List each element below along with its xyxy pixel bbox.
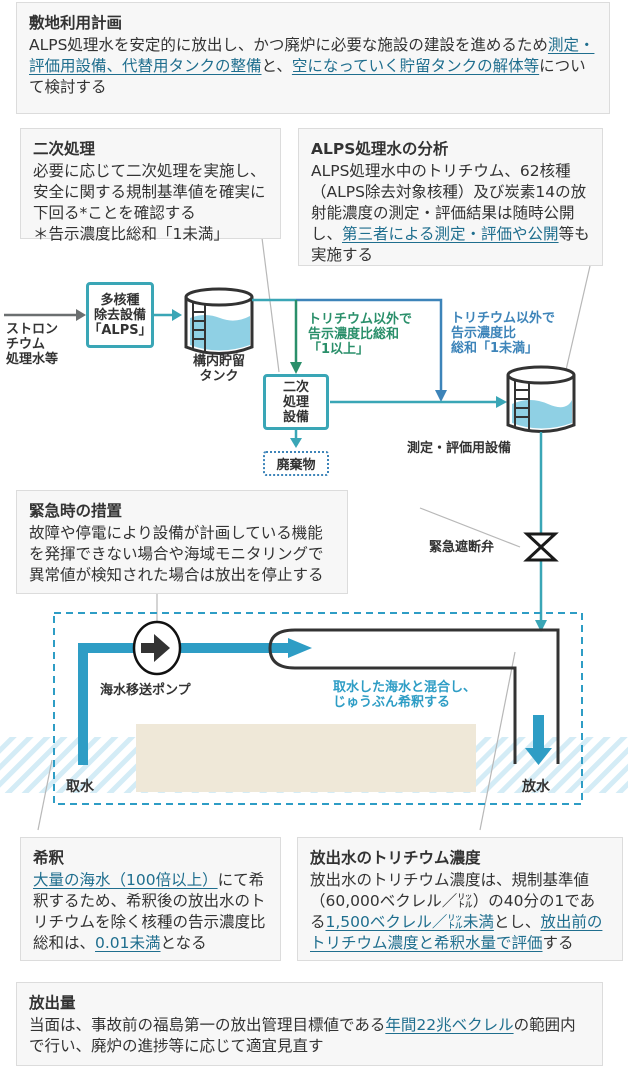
site-plan-box: 敷地利用計画 ALPS処理水を安定的に放出し、かつ廃炉に必要な施設の建設を進める…	[16, 2, 610, 114]
shutoff-valve-icon	[523, 532, 559, 562]
alps-analysis-box: ALPS処理水の分析 ALPS処理水中のトリチウム、62核種（ALPS除去対象核…	[298, 128, 603, 266]
green-route-label: トリチウム以外で 告示濃度比総和 「1以上」	[308, 312, 412, 357]
dilution-text: 大量の海水（100倍以上）にて希釈するため、希釈後の放出水のトリチウムを除く核種…	[33, 870, 268, 954]
blue-route-line: 総和「1未満」	[451, 341, 539, 356]
secondary-treatment-node[interactable]: 二次 処理 設備	[263, 374, 329, 430]
dilution-text-2: となる	[160, 934, 207, 952]
secondary-treatment-box: 二次処理 必要に応じて二次処理を実施し、安全に関する規制基準値を確実に下回る*こ…	[20, 128, 281, 243]
storage-tank-label: 構内貯留 タンク	[184, 354, 254, 384]
emergency-box: 緊急時の措置 故障や停電により設備が計画している機能を発揮できない場合や海域モニ…	[16, 490, 348, 594]
release-link-1[interactable]: 年間22兆ベクレル	[385, 1016, 514, 1034]
ground-block	[136, 724, 476, 792]
alps-analysis-text-2: 等も実施する	[311, 225, 590, 264]
tritium-concentration-title: 放出水のトリチウム濃度	[310, 849, 481, 867]
tritium-text-3: する	[542, 934, 574, 952]
shutoff-valve-label: 緊急遮断弁	[429, 540, 495, 555]
storage-tank-label-line: 構内貯留	[192, 354, 245, 369]
secondary-node-line: 二次	[282, 379, 309, 395]
secondary-treatment-note: ＊告示濃度比総和「1未満」	[33, 225, 229, 243]
alps-analysis-text: ALPS処理水中のトリチウム、62核種（ALPS除去対象核種）及び炭素14の放射…	[311, 161, 590, 266]
alps-node-line: 多核種	[100, 292, 140, 308]
tritium-concentration-text: 放出水のトリチウム濃度は、規制基準値（60,000ベクレル／㍑）の40分の1であ…	[310, 870, 610, 954]
dilution-link-1[interactable]: 大量の海水（100倍以上）	[33, 871, 218, 889]
site-plan-text-1: ALPS処理水を安定的に放出し、かつ廃炉に必要な施設の建設を進めるため	[29, 36, 548, 54]
alps-analysis-title: ALPS処理水の分析	[311, 140, 449, 158]
dilution-link-2[interactable]: 0.01未満	[95, 934, 161, 952]
release-text-1: 当面は、事故前の福島第一の放出管理目標値である	[29, 1016, 386, 1034]
mixing-note-line: 取水した海水と混合し、	[333, 680, 477, 695]
mixing-note: 取水した海水と混合し、 じゅうぶん希釈する	[333, 680, 476, 710]
green-route-line: トリチウム以外で	[308, 312, 413, 327]
measurement-tank-icon	[506, 365, 576, 433]
dilution-text-1: にて希釈するため、希釈後の放出水のトリチウムを除く核種の告示濃度比総和は、	[33, 871, 266, 952]
site-plan-title: 敷地利用計画	[29, 14, 123, 32]
tritium-text-2: とし、	[493, 913, 541, 931]
tritium-link-1[interactable]: 1,500ベクレル／㍑未満	[325, 913, 494, 931]
alps-node-line: 「ALPS」	[88, 322, 152, 338]
green-route-line: 告示濃度比総和	[308, 327, 400, 342]
blue-route-label: トリチウム以外で 告示濃度比 総和「1未満」	[451, 311, 555, 356]
emergency-title: 緊急時の措置	[29, 502, 123, 520]
intake-label: 取水	[66, 779, 94, 795]
site-plan-text-3: について検討する	[29, 57, 586, 96]
blue-route-line: 告示濃度比	[451, 326, 517, 341]
into-mixing-arrow-icon	[535, 620, 547, 632]
release-amount-title: 放出量	[29, 994, 76, 1012]
leader-secondary	[261, 237, 280, 373]
discharge-label: 放水	[522, 779, 550, 795]
leader-emergency	[419, 507, 521, 548]
secondary-treatment-title: 二次処理	[33, 140, 96, 158]
seawater-flow-arrow-icon	[288, 638, 312, 658]
to-waste-arrow-icon	[290, 438, 302, 448]
dilution-title: 希釈	[33, 849, 65, 867]
mixing-note-line: じゅうぶん希釈する	[333, 695, 451, 710]
input-arrow-icon	[76, 309, 86, 321]
mixing-channel	[268, 628, 560, 764]
leader-dilution	[37, 759, 53, 831]
blue-route-line: トリチウム以外で	[451, 311, 556, 326]
release-text-2: の範囲内で行い、廃炉の進捗等に応じて適宜見直す	[29, 1016, 576, 1055]
alps-node-line: 除去設備	[93, 307, 146, 323]
site-plan-text: ALPS処理水を安定的に放出し、かつ廃炉に必要な施設の建設を進めるため測定・評価…	[29, 35, 597, 98]
tritium-concentration-box: 放出水のトリチウム濃度 放出水のトリチウム濃度は、規制基準値（60,000ベクレ…	[297, 837, 623, 961]
site-plan-link-2[interactable]: 空になっていく貯留タンクの解体等	[291, 57, 540, 75]
release-amount-box: 放出量 当面は、事故前の福島第一の放出管理目標値である年間22兆ベクレルの範囲内…	[16, 982, 603, 1066]
discharge-arrow-icon	[525, 748, 552, 765]
facility-boundary	[53, 612, 583, 805]
storage-tank-icon	[184, 287, 254, 355]
seawater-pump-label: 海水移送ポンプ	[100, 683, 191, 698]
seawater-pump-icon	[132, 620, 182, 676]
input-label-line: チウム	[6, 337, 46, 352]
site-plan-text-2: と、	[261, 57, 292, 75]
release-amount-text: 当面は、事故前の福島第一の放出管理目標値である年間22兆ベクレルの範囲内で行い、…	[29, 1015, 590, 1057]
secondary-treatment-text: 必要に応じて二次処理を実施し、安全に関する規制基準値を確実に下回る*ことを確認す…	[33, 162, 266, 222]
measurement-facility-label: 測定・評価用設備	[407, 441, 512, 456]
alps-analysis-link-1[interactable]: 第三者による測定・評価や公開	[342, 225, 559, 243]
input-label-line: ストロン	[6, 322, 59, 337]
emergency-text: 故障や停電により設備が計画している機能を発揮できない場合や海域モニタリングで異常…	[29, 524, 324, 584]
leader-tritium	[479, 651, 516, 831]
tritium-link-2[interactable]: 放出前のトリチウム濃度と希釈水量で評価	[310, 913, 603, 952]
alps-to-tank-arrow-icon	[172, 309, 182, 321]
green-route-arrow-icon	[290, 362, 302, 374]
tritium-text-1: 放出水のトリチウム濃度は、規制基準値（60,000ベクレル／㍑）の40分の1であ…	[310, 871, 596, 931]
waste-node[interactable]: 廃棄物	[263, 451, 329, 476]
alps-node[interactable]: 多核種 除去設備 「ALPS」	[86, 282, 154, 348]
input-label-line: 処理水等	[6, 352, 59, 367]
input-label: ストロン チウム 処理水等	[6, 322, 58, 367]
secondary-node-line: 処理	[282, 394, 309, 410]
leader-alps-analysis	[565, 265, 591, 371]
storage-tank-label-line: タンク	[199, 369, 239, 384]
site-plan-link-1[interactable]: 測定・評価用設備、代替用タンクの整備	[29, 36, 595, 75]
dilution-box: 希釈 大量の海水（100倍以上）にて希釈するため、希釈後の放出水のトリチウムを除…	[20, 837, 281, 961]
blue-route-arrow-icon	[435, 390, 447, 402]
to-measurement-arrow-icon	[496, 396, 507, 408]
alps-analysis-text-1: ALPS処理水中のトリチウム、62核種（ALPS除去対象核種）及び炭素14の放射…	[311, 162, 587, 243]
green-route-line: 「1以上」	[308, 342, 370, 357]
secondary-node-line: 設備	[282, 409, 309, 425]
